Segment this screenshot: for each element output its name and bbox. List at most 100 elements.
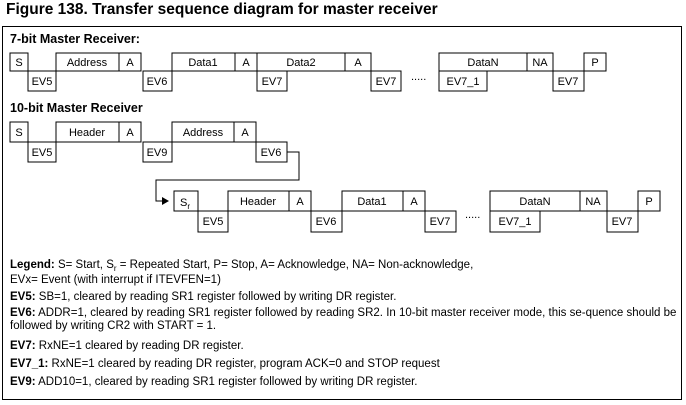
svg-text:Address: Address	[67, 57, 108, 69]
seq10-event-ev5-2: EV5	[197, 210, 229, 233]
svg-text:EV6: EV6	[316, 216, 337, 228]
svg-text:S: S	[15, 57, 22, 69]
legend-line-1: Legend: S= Start, Sr = Repeated Start, P…	[10, 259, 678, 273]
svg-text:Address: Address	[183, 127, 224, 139]
seq7-event-ev7-3: EV7	[552, 70, 585, 92]
svg-text:DataN: DataN	[467, 57, 498, 69]
section-label-7bit: 7-bit Master Receiver:	[10, 32, 140, 46]
legend-ev6-key: EV6:	[10, 307, 36, 319]
svg-text:A: A	[126, 127, 134, 139]
svg-text:EV6: EV6	[147, 76, 168, 88]
svg-text:EV7: EV7	[376, 76, 397, 88]
svg-text:A: A	[241, 127, 249, 139]
seq10-box-ack-1: A	[118, 121, 142, 143]
seq10-event-ev7-2: EV7	[606, 210, 639, 233]
seq10-box-ack-4: A	[402, 190, 426, 212]
legend-ev6: EV6: ADDR=1, cleared by reading SR1 regi…	[10, 307, 678, 333]
seq10-box-s: S	[9, 121, 29, 143]
svg-text:P: P	[645, 196, 652, 208]
seq10-box-address: Address	[171, 121, 235, 143]
seq10-box-ack-3: A	[288, 190, 312, 212]
restart-connector-arrow	[155, 151, 300, 205]
seq10-event-ev7: EV7	[424, 210, 457, 233]
seq7-box-ack-2: A	[234, 52, 258, 72]
legend-heading: Legend:	[10, 259, 55, 271]
seq7-box-ack-1: A	[118, 52, 142, 72]
legend-text-part2: = Repeated Start, P= Stop, A= Acknowledg…	[116, 259, 474, 271]
svg-text:DataN: DataN	[519, 196, 550, 208]
seq10-box-stop: P	[637, 190, 661, 212]
seq10-box-ack-2: A	[233, 121, 257, 143]
seq7-box-data1: Data1	[171, 52, 236, 72]
seq7-box-stop: P	[583, 52, 607, 72]
seq10-box-nack: NA	[579, 190, 608, 212]
seq10-event-ev5: EV5	[27, 141, 57, 163]
svg-text:Data1: Data1	[357, 196, 386, 208]
legend-text-part1: S= Start, S	[57, 259, 114, 271]
svg-text:Data1: Data1	[188, 57, 217, 69]
seq10-box-sr: Sr	[173, 190, 199, 212]
svg-text:A: A	[354, 57, 362, 69]
svg-text:A: A	[126, 57, 134, 69]
svg-text:Sr: Sr	[180, 197, 190, 211]
svg-text:EV7: EV7	[430, 216, 451, 228]
legend-ev5: EV5: SB=1, cleared by reading SR1 regist…	[10, 291, 678, 304]
legend-ev5-key: EV5:	[10, 291, 36, 303]
svg-text:A: A	[410, 196, 418, 208]
svg-text:P: P	[591, 57, 598, 69]
legend-line-2: EVx= Event (with interrupt if ITEVFEN=1)	[10, 274, 221, 286]
legend-ev9-key: EV9:	[10, 376, 36, 388]
legend-ev7-key: EV7:	[10, 340, 36, 352]
svg-text:EV7_1: EV7_1	[498, 216, 531, 228]
legend-ev7: EV7: RxNE=1 cleared by reading DR regist…	[10, 340, 678, 353]
diagram-frame	[2, 26, 682, 400]
seq7-event-ev7_1: EV7_1	[438, 70, 488, 92]
svg-text:EV5: EV5	[32, 76, 53, 88]
seq10-box-header: Header	[55, 121, 120, 143]
svg-text:EV7: EV7	[612, 216, 633, 228]
seq10-ellipsis: .....	[465, 209, 480, 221]
seq7-box-nack: NA	[526, 52, 554, 72]
legend-ev7_1-text: RxNE=1 cleared by reading DR register, p…	[48, 358, 440, 370]
seq10-event-ev7_1: EV7_1	[489, 210, 541, 233]
seq10-event-ev9: EV9	[142, 141, 173, 163]
seq7-box-s: S	[9, 52, 29, 72]
legend-ev7_1-key: EV7_1:	[10, 358, 49, 370]
seq7-event-ev5: EV5	[27, 70, 57, 92]
legend-ev7-text: RxNE=1 cleared by reading DR register.	[35, 340, 244, 352]
seq10-box-data1: Data1	[341, 190, 404, 212]
figure-title: Figure 138. Transfer sequence diagram fo…	[6, 1, 438, 18]
seq7-box-datan: DataN	[438, 52, 528, 72]
svg-text:EV6: EV6	[261, 147, 282, 159]
svg-text:EV7: EV7	[262, 76, 283, 88]
seq7-event-ev7-1: EV7	[256, 70, 288, 92]
svg-text:Data2: Data2	[286, 57, 315, 69]
svg-text:EV7: EV7	[558, 76, 579, 88]
seq10-event-ev6: EV6	[255, 141, 288, 163]
seq10-box-header-2: Header	[227, 190, 290, 212]
svg-text:NA: NA	[532, 57, 548, 69]
svg-text:EV7_1: EV7_1	[446, 76, 479, 88]
svg-text:A: A	[242, 57, 250, 69]
svg-text:Header: Header	[240, 196, 276, 208]
seq10-event-ev6-2: EV6	[310, 210, 343, 233]
svg-text:EV5: EV5	[203, 216, 224, 228]
legend-ev5-text: SB=1, cleared by reading SR1 register fo…	[35, 291, 397, 303]
seq7-ellipsis: .....	[411, 71, 426, 83]
seq7-box-address: Address	[55, 52, 120, 72]
svg-text:EV9: EV9	[147, 147, 168, 159]
legend-ev6-text: ADDR=1, cleared by reading SR1 register …	[10, 307, 677, 332]
seq7-box-data2: Data2	[256, 52, 346, 72]
section-label-10bit: 10-bit Master Receiver	[10, 101, 143, 115]
legend-ev9: EV9: ADD10=1, cleared by reading SR1 reg…	[10, 376, 678, 389]
seq7-event-ev7-2: EV7	[370, 70, 402, 92]
legend-sub-r: r	[113, 264, 117, 273]
seq10-box-datan: DataN	[489, 190, 581, 212]
svg-text:A: A	[296, 196, 304, 208]
svg-text:NA: NA	[585, 196, 601, 208]
svg-text:EV5: EV5	[32, 147, 53, 159]
svg-text:S: S	[15, 127, 22, 139]
seq7-event-ev6: EV6	[142, 70, 173, 92]
seq7-box-ack-3: A	[344, 52, 372, 72]
legend-ev7_1: EV7_1: RxNE=1 cleared by reading DR regi…	[10, 358, 678, 371]
